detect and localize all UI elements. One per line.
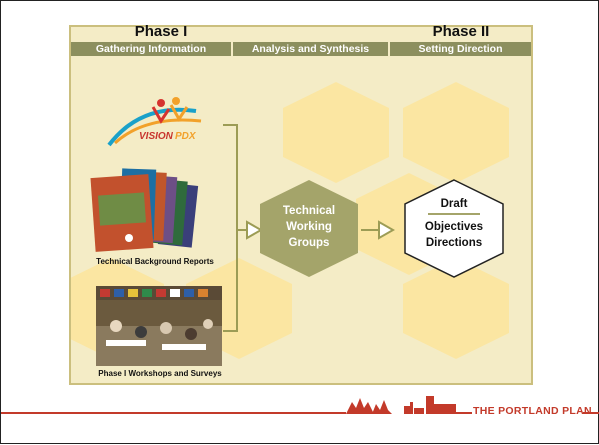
logo-suffix: PDX (175, 131, 197, 142)
center-line2: Working (286, 221, 332, 233)
workshop-photo (96, 286, 222, 366)
skyline-icon (346, 396, 456, 414)
phase1-title: Phase I (134, 23, 188, 40)
input-bracket (223, 124, 238, 332)
analysis-label: Analysis and Synthesis (251, 43, 370, 55)
visionpdx-logo: VISION PDX (107, 97, 202, 147)
analysis-bar (233, 42, 388, 56)
portland-plan-brand: THE PORTLAND PLAN (473, 405, 592, 417)
arrow-2-head (378, 220, 396, 240)
footer-rule-left (1, 412, 346, 414)
logo-word: VISION (139, 131, 174, 142)
bg-hexagon (283, 82, 389, 183)
workshops-caption: Phase I Workshops and Surveys (98, 369, 222, 378)
gathering-bar (71, 42, 231, 56)
setting-label: Setting Direction (418, 43, 503, 55)
gathering-label: Gathering Information (95, 43, 207, 55)
bg-hexagon (403, 82, 509, 183)
arrow-1-head (246, 220, 264, 240)
footer-rule-right (583, 412, 599, 414)
center-hexagon (260, 180, 358, 277)
setting-bar (390, 42, 531, 56)
output-hexagon (404, 179, 504, 278)
center-line1: Technical (283, 205, 335, 217)
center-line3: Groups (289, 237, 330, 249)
output-line2: Objectives (425, 221, 483, 233)
bg-hexagon (403, 258, 509, 359)
reports-stack-image (90, 168, 199, 252)
phase2-title: Phase II (432, 23, 490, 40)
footer-rule-mid (456, 412, 472, 414)
reports-caption: Technical Background Reports (96, 257, 214, 266)
output-line3: Directions (426, 237, 482, 249)
output-line1: Draft (441, 198, 468, 210)
